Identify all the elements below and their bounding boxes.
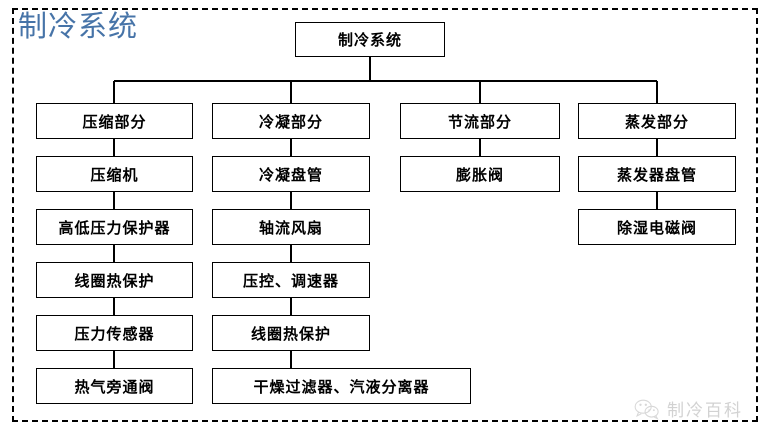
node-branch-3-item-1[interactable]: 除湿电磁阀 (578, 209, 736, 245)
node-branch-3-item-0[interactable]: 蒸发器盘管 (578, 156, 736, 192)
node-branch-0-item-3[interactable]: 压力传感器 (36, 315, 193, 351)
node-branch-0-item-1[interactable]: 高低压力保护器 (36, 209, 193, 245)
watermark-text: 制冷百科 (667, 401, 743, 420)
node-branch-0-item-0[interactable]: 压缩机 (36, 156, 193, 192)
node-branch-0-item-4[interactable]: 热气旁通阀 (36, 368, 193, 404)
node-branch-header-1[interactable]: 冷凝部分 (212, 103, 370, 139)
node-branch-1-item-1[interactable]: 轴流风扇 (212, 209, 370, 245)
wechat-icon (634, 399, 659, 420)
node-branch-2-item-0[interactable]: 膨胀阀 (400, 156, 560, 192)
node-root[interactable]: 制冷系统 (295, 22, 445, 57)
watermark: 制冷百科 (634, 396, 743, 421)
node-branch-1-item-2[interactable]: 压控、调速器 (212, 262, 370, 298)
node-branch-1-item-4[interactable]: 干燥过滤器、汽液分离器 (212, 368, 471, 404)
node-branch-1-item-0[interactable]: 冷凝盘管 (212, 156, 370, 192)
node-branch-header-2[interactable]: 节流部分 (400, 103, 560, 139)
page-title: 制冷系统 (18, 11, 139, 43)
node-branch-header-0[interactable]: 压缩部分 (36, 103, 193, 139)
node-branch-0-item-2[interactable]: 线圈热保护 (36, 262, 193, 298)
node-branch-1-item-3[interactable]: 线圈热保护 (212, 315, 370, 351)
node-branch-header-3[interactable]: 蒸发部分 (578, 103, 736, 139)
